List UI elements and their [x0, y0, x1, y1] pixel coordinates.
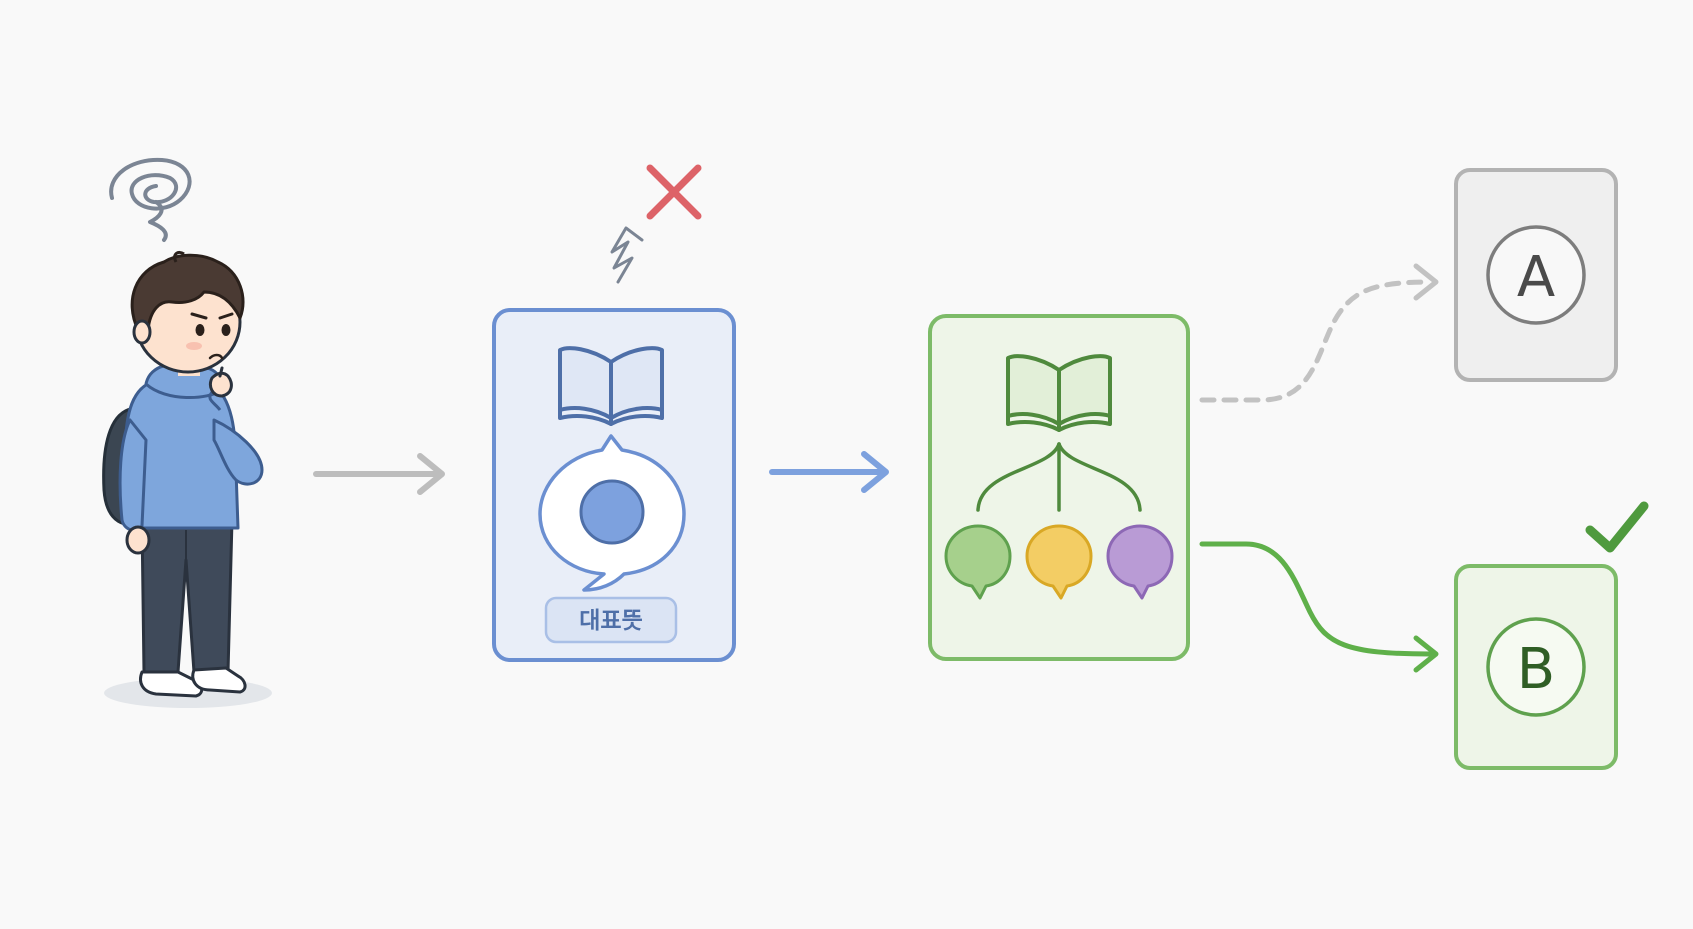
red-x-icon	[646, 164, 702, 220]
option-a-letter: A	[1517, 245, 1555, 310]
arrow-card-to-multi-meaning	[769, 451, 889, 493]
book-icon	[1006, 354, 1112, 432]
representative-badge	[544, 596, 678, 644]
student-hair	[130, 253, 245, 332]
option-b-card: B	[1454, 501, 1649, 770]
option-a-circle	[1486, 225, 1586, 325]
check-icon	[1585, 501, 1649, 553]
representative-meaning-card: 대표뜻	[492, 164, 736, 662]
option-b-letter: B	[1517, 637, 1555, 702]
multi-meaning-card	[928, 314, 1190, 661]
book-icon	[558, 346, 664, 426]
meaning-bubble-green-icon	[944, 524, 1012, 600]
frustration-squiggle-icon	[610, 226, 644, 284]
student-right-shoe	[191, 666, 247, 694]
arrow-student-to-card	[313, 453, 445, 495]
arrow-to-option-b	[1199, 541, 1439, 673]
confusion-scribble-icon	[109, 157, 192, 242]
meaning-bubble-purple-icon	[1106, 524, 1174, 600]
option-b-circle	[1486, 617, 1586, 717]
arrow-to-option-a	[1199, 263, 1439, 403]
confused-student-figure	[102, 157, 272, 708]
option-a-card: A	[1454, 168, 1618, 382]
representative-badge-label: 대표뜻	[579, 608, 642, 634]
single-meaning-bubble-icon	[538, 434, 686, 592]
meaning-branch-lines	[976, 442, 1142, 512]
meaning-bubble-yellow-icon	[1025, 524, 1093, 600]
